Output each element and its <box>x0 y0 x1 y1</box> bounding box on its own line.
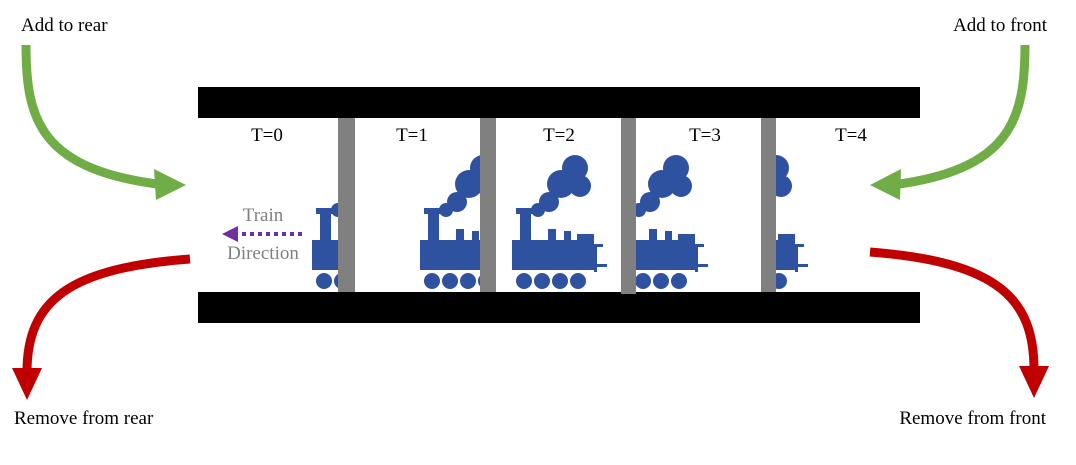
add-front-arrow-icon <box>870 44 1030 200</box>
train-icon-t0 <box>312 155 338 289</box>
top-rail <box>198 87 920 118</box>
slot-label-t3: T=3 <box>689 125 721 146</box>
remove-rear-arrow-icon <box>12 254 191 400</box>
add-front-label: Add to front <box>953 15 1048 36</box>
train-icon-t1 <box>420 155 480 289</box>
remove-front-label: Remove from front <box>899 408 1046 429</box>
bottom-rail <box>198 292 920 323</box>
add-rear-arrow-icon <box>21 44 186 200</box>
add-rear-label: Add to rear <box>21 15 108 36</box>
slot-label-t4: T=4 <box>835 125 867 146</box>
train-icon-t4 <box>776 155 808 289</box>
slot-label-t2: T=2 <box>543 125 575 146</box>
train-icon-t2 <box>512 155 607 289</box>
slot-divider-4 <box>761 118 776 292</box>
remove-rear-label: Remove from rear <box>14 408 154 429</box>
slot-label-t1: T=1 <box>396 125 428 146</box>
slot-divider-1 <box>338 118 355 292</box>
slot-divider-2 <box>480 118 496 292</box>
direction-label-line1: Train <box>243 205 284 226</box>
remove-front-arrow-icon <box>869 247 1049 398</box>
slot-divider-3 <box>621 118 636 294</box>
dotted-left-arrow-icon <box>222 226 302 242</box>
direction-label-line2: Direction <box>227 243 299 264</box>
slot-label-t0: T=0 <box>251 125 283 146</box>
